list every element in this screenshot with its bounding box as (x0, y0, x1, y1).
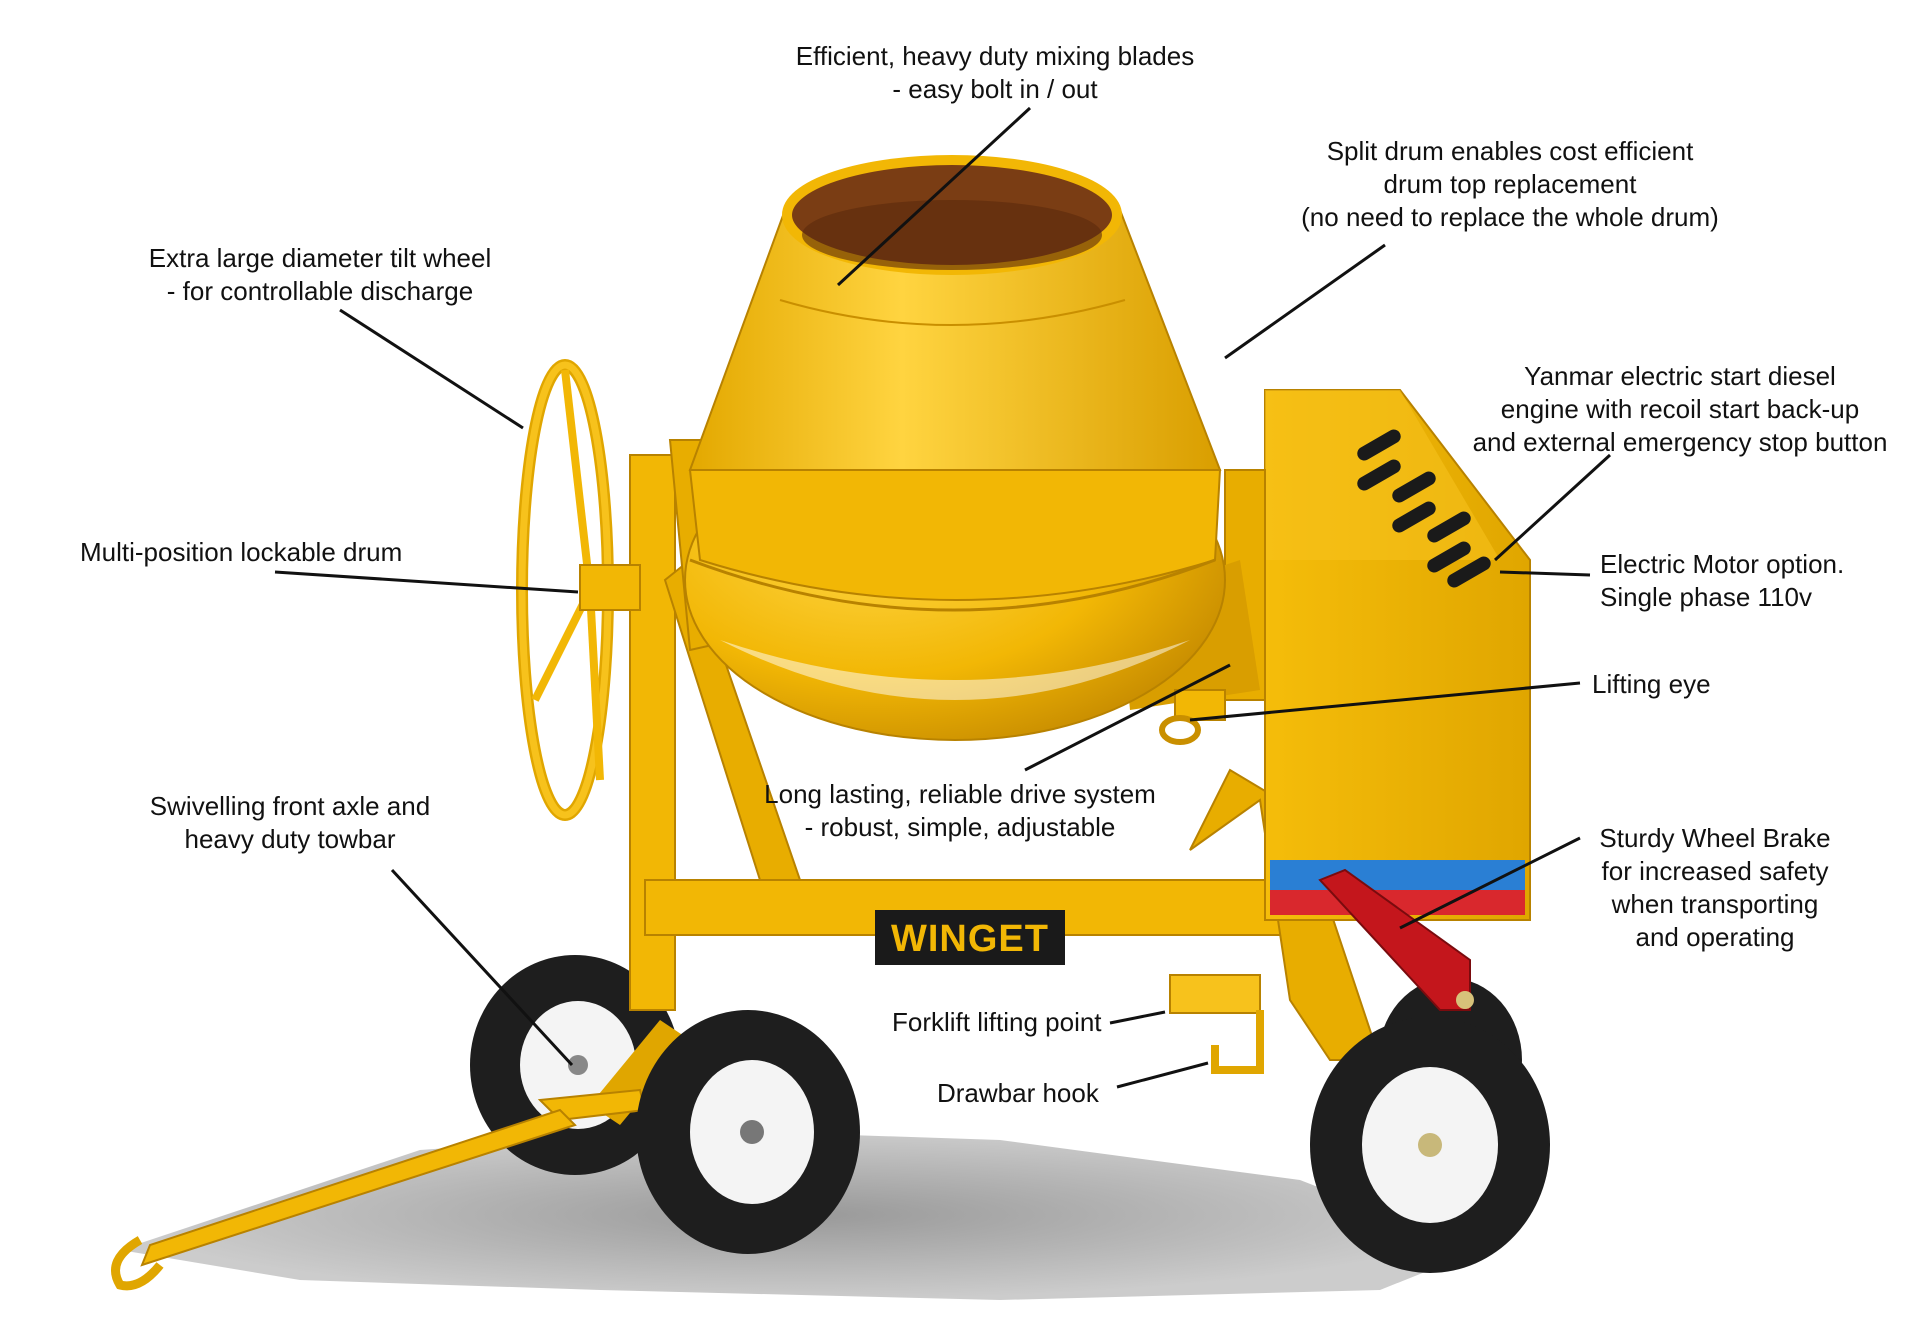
callout-line: Electric Motor option. (1600, 549, 1845, 579)
leader-front-axle (390, 868, 574, 1067)
brand-logo: WINGET (891, 918, 1049, 960)
callout-front-axle: Swivelling front axle and heavy duty tow… (120, 790, 460, 856)
callout-line: when transporting (1611, 889, 1819, 919)
front-near-wheel (636, 1010, 860, 1254)
callout-line: Single phase 110v (1600, 582, 1813, 612)
callout-line: Drawbar hook (937, 1078, 1099, 1108)
leader-tilt-wheel (339, 308, 524, 430)
leader-lines (274, 106, 1612, 1089)
callout-line: Split drum enables cost efficient (1326, 136, 1694, 166)
callout-line: Multi-position lockable drum (80, 537, 403, 567)
rear-near-wheel (1310, 1017, 1550, 1273)
callout-lockable-drum: Multi-position lockable drum (80, 536, 402, 569)
callout-yanmar-engine: Yanmar electric start diesel engine with… (1460, 360, 1900, 459)
drawbar-hook-shape (1211, 1010, 1264, 1074)
towbar (111, 1088, 647, 1291)
callout-lifting-eye: Lifting eye (1592, 668, 1711, 701)
callout-line: for increased safety (1601, 856, 1829, 886)
callout-line: - easy bolt in / out (892, 74, 1098, 104)
callout-line: Extra large diameter tilt wheel (148, 243, 492, 273)
callout-line: Long lasting, reliable drive system (764, 779, 1156, 809)
callout-line: heavy duty towbar (184, 824, 396, 854)
callout-line: (no need to replace the whole drum) (1301, 202, 1719, 232)
callout-line: Efficient, heavy duty mixing blades (795, 41, 1195, 71)
callout-line: and external emergency stop button (1472, 427, 1888, 457)
callout-mixing-blades: Efficient, heavy duty mixing blades - ea… (755, 40, 1235, 106)
brand-plate (875, 910, 1065, 965)
callout-line: Swivelling front axle and (149, 791, 431, 821)
leader-drive-system (1024, 663, 1231, 772)
forklift-pocket (1169, 974, 1261, 1014)
callout-line: Lifting eye (1592, 669, 1711, 699)
callout-wheel-brake: Sturdy Wheel Brake for increased safety … (1570, 822, 1860, 954)
leader-split-drum (1224, 243, 1386, 360)
tilt-wheel (516, 359, 641, 821)
callout-line: Yanmar electric start diesel (1524, 361, 1836, 391)
callout-line: - for controllable discharge (166, 276, 474, 306)
leader-yanmar-engine (1493, 453, 1612, 562)
callout-line: Sturdy Wheel Brake (1599, 823, 1831, 853)
callout-tilt-wheel: Extra large diameter tilt wheel - for co… (110, 242, 530, 308)
mixer-drum (684, 155, 1226, 741)
callout-line: - robust, simple, adjustable (804, 812, 1116, 842)
callout-drawbar-hook: Drawbar hook (937, 1077, 1099, 1110)
leader-wheel-brake (1399, 836, 1581, 930)
callout-line: and operating (1635, 922, 1795, 952)
callout-line: drum top replacement (1383, 169, 1637, 199)
callout-line: engine with recoil start back-up (1500, 394, 1860, 424)
callout-drive-system: Long lasting, reliable drive system - ro… (740, 778, 1180, 844)
leader-forklift-point (1109, 1010, 1166, 1025)
leader-lockable-drum (274, 570, 579, 594)
leader-drawbar-hook (1116, 1061, 1209, 1089)
callout-electric-motor: Electric Motor option. Single phase 110v (1600, 548, 1844, 614)
callout-split-drum: Split drum enables cost efficient drum t… (1270, 135, 1750, 234)
callout-line: Forklift lifting point (892, 1007, 1102, 1037)
frame (590, 454, 1382, 1125)
leader-electric-motor (1499, 570, 1591, 577)
callout-forklift-point: Forklift lifting point (892, 1006, 1102, 1039)
engine-housing (1264, 389, 1531, 921)
leader-lifting-eye (1189, 681, 1581, 722)
brake-lever (1318, 868, 1474, 1011)
leader-mixing-blades (836, 106, 1032, 287)
